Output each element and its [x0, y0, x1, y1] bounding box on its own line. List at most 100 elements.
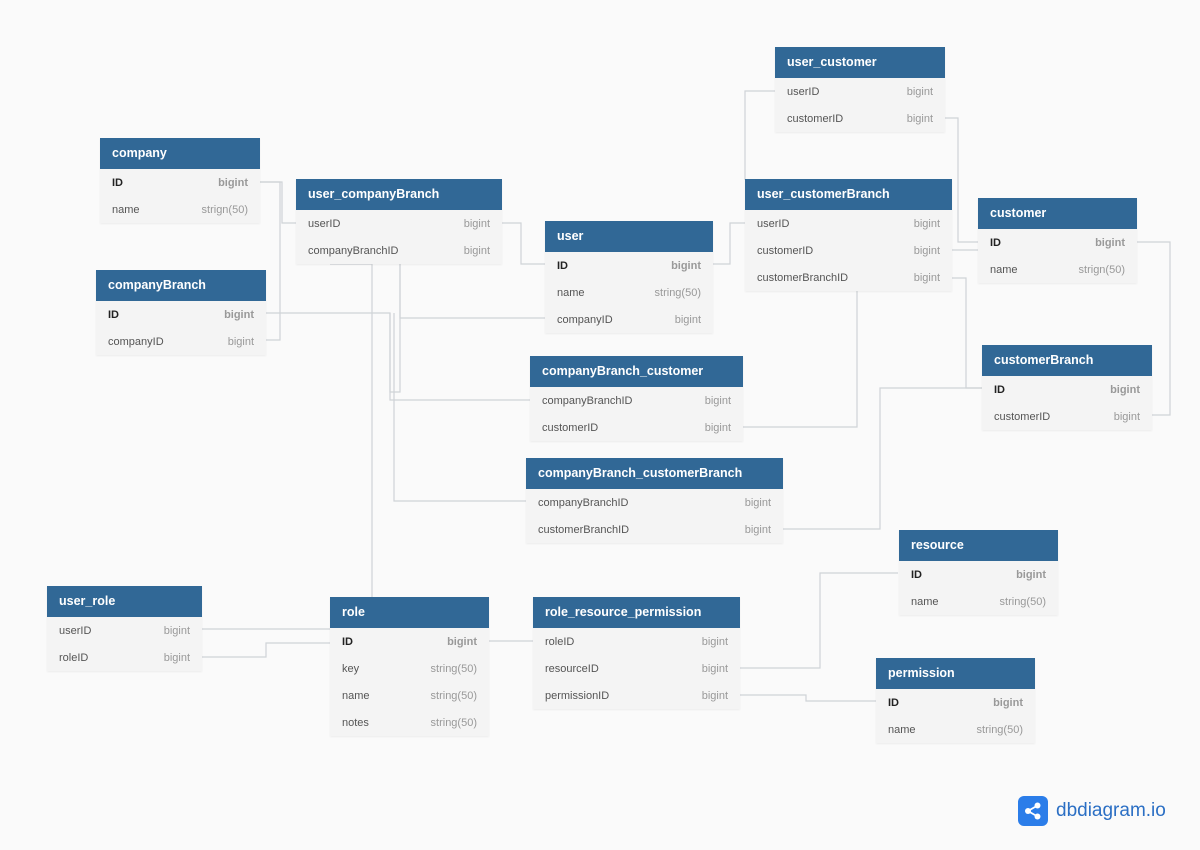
link-cb-cbcb[interactable]	[393, 313, 526, 502]
field-name: ID	[557, 259, 568, 272]
table-header[interactable]: role_resource_permission	[533, 597, 740, 628]
field-name: ID	[990, 236, 1001, 249]
table-header[interactable]: user_customerBranch	[745, 179, 952, 210]
link-user-role-roleid[interactable]	[202, 642, 330, 658]
table-header[interactable]: company	[100, 138, 260, 169]
table-header[interactable]: permission	[876, 658, 1035, 689]
field-type: strign(50)	[1078, 263, 1125, 276]
field-name: roleID	[59, 651, 89, 664]
table-header[interactable]: resource	[899, 530, 1058, 561]
link-rrp-resource[interactable]	[740, 572, 898, 669]
field-type: bigint	[913, 217, 940, 230]
table-header[interactable]: role	[330, 597, 489, 628]
field-row[interactable]: userID bigint	[775, 78, 945, 105]
field-name: key	[342, 662, 360, 675]
table-header[interactable]: user_companyBranch	[296, 179, 502, 210]
field-type: bigint	[906, 85, 933, 98]
field-type: bigint	[906, 112, 933, 125]
field-type: bigint	[463, 244, 490, 257]
link-user-companyBranch-user[interactable]	[502, 222, 545, 265]
link-company-user-companyBranch[interactable]	[259, 181, 296, 224]
link-uc-user[interactable]	[744, 90, 775, 180]
table-header[interactable]: user_role	[47, 586, 202, 617]
field-type: bigint	[704, 421, 731, 434]
link-cb-cbc[interactable]	[389, 313, 530, 401]
field-name: name	[342, 689, 370, 702]
link-user-ucustb[interactable]	[713, 222, 745, 265]
table-header[interactable]: user	[545, 221, 713, 252]
link-uc-customer[interactable]	[945, 117, 978, 243]
table-header[interactable]: customer	[978, 198, 1137, 229]
link-cbc-customer[interactable]	[743, 290, 858, 428]
field-type: bigint	[701, 662, 728, 675]
link-cbcb-custb[interactable]	[783, 387, 982, 530]
link-user-role-user[interactable]	[330, 263, 373, 600]
link-rrp-permission[interactable]	[740, 694, 876, 702]
brand-logo[interactable]: dbdiagram.io	[1018, 796, 1166, 826]
table-header[interactable]: companyBranch_customerBranch	[526, 458, 783, 489]
table-header[interactable]: user_customer	[775, 47, 945, 78]
field-type: bigint	[1110, 383, 1140, 396]
field-type: string(50)	[999, 595, 1046, 608]
link-cb-ucb[interactable]	[266, 250, 401, 393]
link-customer-custb[interactable]	[1137, 241, 1171, 416]
link-ucustb-custb[interactable]	[952, 277, 982, 389]
table-header[interactable]: companyBranch	[96, 270, 266, 301]
field-type: string(50)	[430, 716, 477, 729]
field-type: bigint	[674, 313, 701, 326]
field-name: userID	[787, 85, 820, 98]
table-header[interactable]: customerBranch	[982, 345, 1152, 376]
table-header[interactable]: companyBranch_customer	[530, 356, 743, 387]
link-ucb-user[interactable]	[399, 250, 545, 319]
